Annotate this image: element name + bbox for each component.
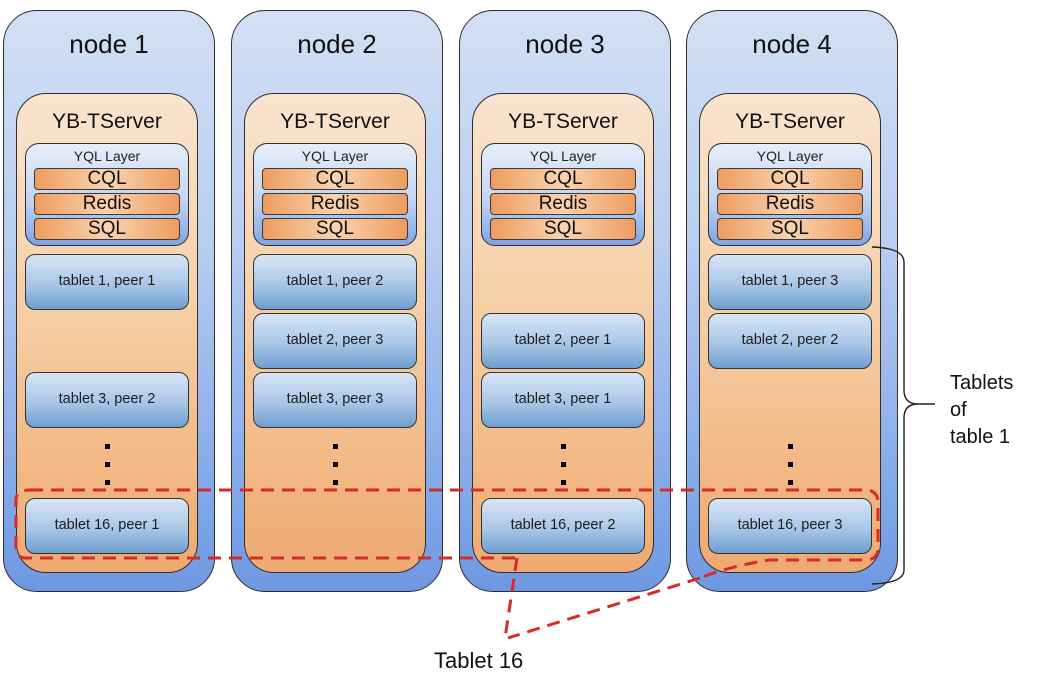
api-sql: SQL — [34, 218, 180, 240]
ellipsis-dot — [105, 444, 110, 449]
ellipsis-dot — [788, 480, 793, 485]
node-title: node 2 — [297, 29, 377, 59]
tablet-peer: tablet 1, peer 2 — [253, 254, 417, 310]
brace-label-line-2: of — [950, 399, 967, 421]
tserver-title: YB-TServer — [280, 110, 390, 133]
yql-layer-title: YQL Layer — [529, 148, 597, 164]
api-redis: Redis — [34, 193, 180, 215]
tablet-peer: tablet 3, peer 2 — [25, 372, 189, 428]
tablet16-label: Tablet 16 — [434, 648, 524, 673]
ellipsis-dot — [333, 480, 338, 485]
api-cql: CQL — [262, 168, 408, 190]
tablet-peer: tablet 1, peer 3 — [708, 254, 872, 310]
tserver-title: YB-TServer — [735, 110, 845, 133]
api-sql: SQL — [490, 218, 636, 240]
ellipsis-dot — [788, 462, 793, 467]
ellipsis-dot — [788, 444, 793, 449]
yql-layer-title: YQL Layer — [756, 148, 824, 164]
ellipsis-dot — [333, 462, 338, 467]
node-title: node 1 — [69, 29, 149, 59]
api-redis: Redis — [490, 193, 636, 215]
tablet-peer: tablet 2, peer 2 — [708, 313, 872, 369]
tablet-peer: tablet 3, peer 3 — [253, 372, 417, 428]
api-sql: SQL — [717, 218, 863, 240]
tablet-peer: tablet 2, peer 3 — [253, 313, 417, 369]
tserver-title: YB-TServer — [52, 110, 162, 133]
ellipsis-dot — [333, 444, 338, 449]
node-title: node 4 — [752, 29, 832, 59]
tablet-peer: tablet 1, peer 1 — [25, 254, 189, 310]
yql-layer-title: YQL Layer — [73, 148, 141, 164]
api-cql: CQL — [717, 168, 863, 190]
ellipsis-dot — [561, 444, 566, 449]
ellipsis-dot — [561, 462, 566, 467]
tablet-peer: tablet 16, peer 3 — [708, 498, 872, 554]
brace-label: Tablets of table 1 — [950, 370, 1013, 451]
tablet-peer: tablet 16, peer 2 — [481, 498, 645, 554]
tablet-peer: tablet 2, peer 1 — [481, 313, 645, 369]
brace-label-line-3: table 1 — [950, 426, 1011, 448]
api-redis: Redis — [262, 193, 408, 215]
api-cql: CQL — [490, 168, 636, 190]
ellipsis-dot — [561, 480, 566, 485]
node-title: node 3 — [525, 29, 605, 59]
tablet-peer: tablet 16, peer 1 — [25, 498, 189, 554]
api-redis: Redis — [717, 193, 863, 215]
api-sql: SQL — [262, 218, 408, 240]
brace-label-line-1: Tablets — [950, 372, 1014, 394]
ellipsis-dot — [105, 462, 110, 467]
tablet-peer: tablet 3, peer 1 — [481, 372, 645, 428]
yql-layer-title: YQL Layer — [301, 148, 369, 164]
tserver-title: YB-TServer — [508, 110, 618, 133]
ellipsis-dot — [105, 480, 110, 485]
api-cql: CQL — [34, 168, 180, 190]
